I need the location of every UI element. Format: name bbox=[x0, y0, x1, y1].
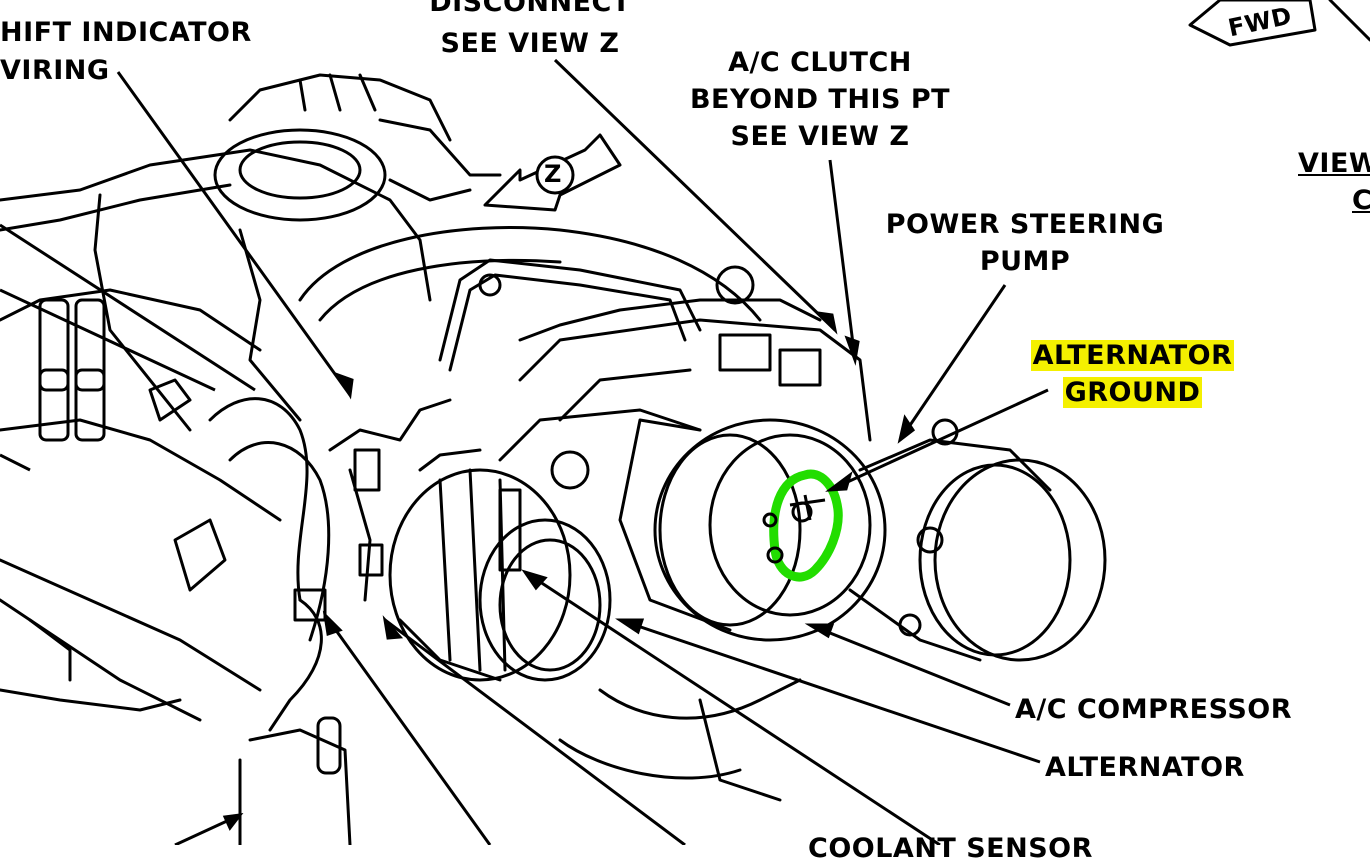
leader-alternator bbox=[619, 618, 1041, 764]
injectors bbox=[38, 298, 227, 592]
coolant-sensor-label: COOLANT SENSOR bbox=[808, 833, 1093, 864]
leader-coolant-sensor bbox=[524, 570, 941, 845]
disconnect-label-2: SEE VIEW Z bbox=[440, 28, 620, 59]
view-label-2: C bbox=[1352, 185, 1370, 216]
wiring-harness bbox=[208, 397, 452, 732]
alternator bbox=[388, 448, 612, 682]
shift-indicator-label-1: HIFT INDICATOR bbox=[0, 17, 252, 48]
ac-compressor-label: A/C COMPRESSOR bbox=[1015, 694, 1293, 725]
alternator-ground-highlight bbox=[769, 469, 843, 582]
ac-clutch-label-2: BEYOND THIS PT bbox=[689, 84, 951, 115]
leader-left-1 bbox=[0, 223, 256, 392]
leader-shift-indicator bbox=[116, 71, 352, 396]
leader-disconnect bbox=[553, 58, 837, 332]
shift-indicator-label-2: VIRING bbox=[0, 55, 110, 86]
leader-ac-clutch bbox=[828, 159, 857, 361]
z-marker-label: Z bbox=[544, 160, 562, 188]
intake-manifold bbox=[0, 148, 432, 722]
leader-bottom-2 bbox=[384, 618, 686, 845]
alt-ground-label-1: ALTERNATOR bbox=[1030, 340, 1235, 371]
throttle-body bbox=[213, 73, 502, 222]
engine-drawing bbox=[0, 0, 1370, 845]
ps-pump-label-2: PUMP bbox=[979, 246, 1071, 277]
ac-clutch-label-1: A/C CLUTCH bbox=[728, 47, 912, 78]
leader-left-3 bbox=[0, 453, 31, 472]
leader-alt-ground bbox=[829, 388, 1049, 492]
power-steering-pump bbox=[848, 418, 1107, 662]
ps-lines bbox=[438, 258, 822, 372]
view-z-circle bbox=[535, 155, 575, 195]
leader-ps-pump bbox=[898, 284, 1007, 441]
alt-ground-label-2: GROUND bbox=[1062, 377, 1203, 408]
view-z-arrow bbox=[483, 133, 622, 212]
ac-compressor bbox=[498, 318, 887, 642]
disconnect-label-1: DISCONNECT bbox=[429, 0, 631, 18]
alternator-label: ALTERNATOR bbox=[1045, 752, 1245, 783]
view-label-1: VIEW bbox=[1298, 148, 1370, 179]
leader-bottom-1 bbox=[323, 614, 492, 845]
leader-left-2 bbox=[0, 288, 216, 392]
fan-shroud bbox=[298, 226, 762, 322]
leader-ac-compressor bbox=[809, 623, 1011, 707]
lower-bracket bbox=[238, 678, 802, 845]
ps-pump-label-1: POWER STEERING bbox=[885, 209, 1165, 240]
fwd-arrow bbox=[1188, 0, 1317, 47]
ac-clutch-label-3: SEE VIEW Z bbox=[730, 121, 910, 152]
